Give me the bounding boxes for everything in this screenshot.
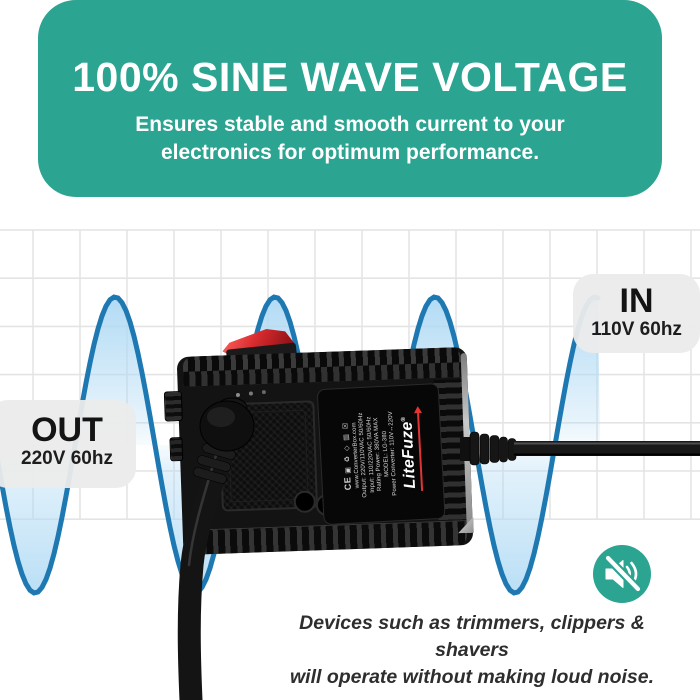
in-title: IN [619,282,654,320]
banner-subtitle-line1: Ensures stable and smooth current to you… [135,113,565,136]
molded-plug [199,397,255,452]
output-cable [460,431,700,466]
mute-icon [603,553,643,594]
footer-caption-line2: will operate without making loud noise. [289,666,655,688]
cable-strain-relief [193,443,236,484]
banner-subtitle-line2: electronics for optimum performance. [160,141,540,164]
footer-caption: Devices such as trimmers, clippers & sha… [272,610,672,691]
footer-caption-line1: Devices such as trimmers, clippers & sha… [299,612,645,661]
no-noise-badge [593,545,651,603]
out-subtitle: 220V 60hz [21,448,113,469]
banner-title: 100% SINE WAVE VOLTAGE [72,54,628,100]
in-voltage-label: IN 110V 60hz [573,274,700,353]
in-subtitle: 110V 60hz [591,319,682,340]
sine-wave-stroke [0,294,601,596]
input-cable [177,397,255,700]
out-title: OUT [31,411,103,449]
out-voltage-label: OUT 220V 60hz [0,400,136,488]
product-banner: 100% SINE WAVE VOLTAGE Ensures stable an… [38,0,662,197]
